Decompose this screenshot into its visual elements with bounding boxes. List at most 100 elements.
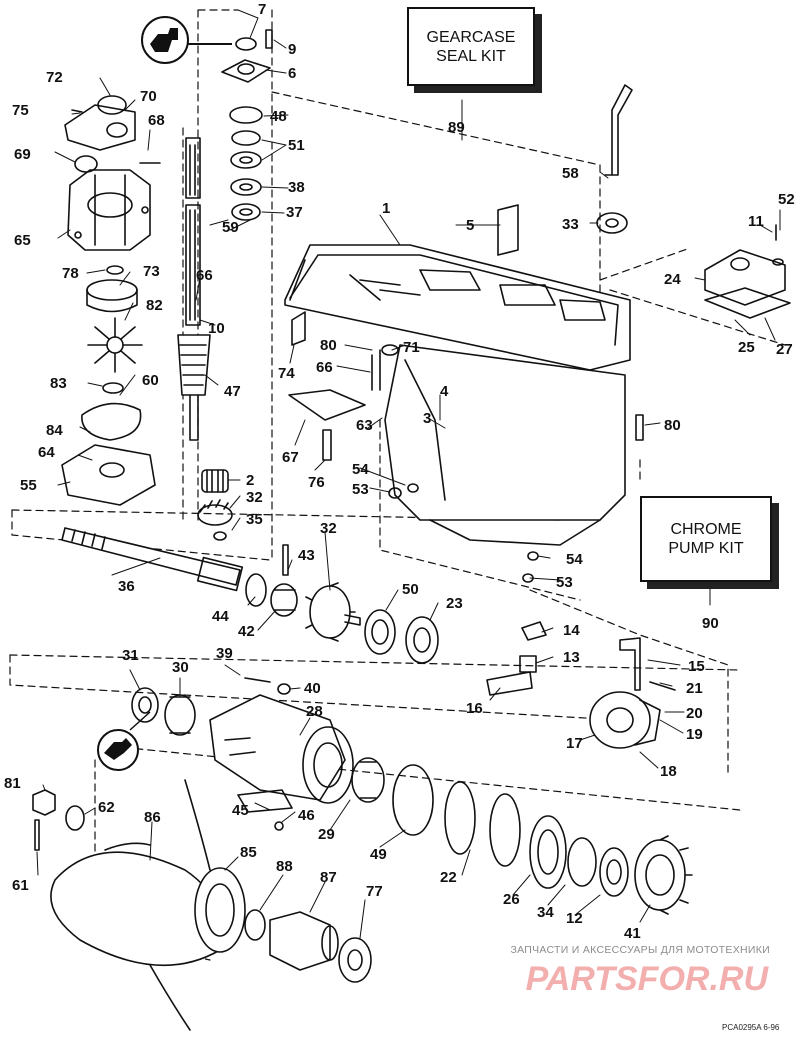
callout-7: 7 [258,1,266,18]
callout-49: 49 [370,846,387,863]
callout-44: 44 [212,608,229,625]
shift-rod-58 [604,84,633,176]
callout-36: 36 [118,578,135,595]
callout-17: 17 [566,735,583,752]
retaining-ring-b [489,793,521,867]
washer-40 [277,683,291,695]
callout-84: 84 [46,422,63,439]
gasket-27 [704,287,791,319]
gearcase-seal-kit-box: GEARCASE SEAL KIT [407,7,535,86]
washer-71 [381,344,399,356]
o-ring-49 [392,764,434,836]
callout-10: 10 [208,320,225,337]
cam-follower-14 [521,621,547,641]
washer-54 [407,483,419,493]
callout-53a: 53 [352,481,369,498]
callout-32a: 32 [246,489,263,506]
retaining-ring-a [444,781,476,855]
washer-77 [338,937,372,983]
thrust-bearing-50 [364,609,396,655]
callout-45: 45 [232,802,249,819]
callout-55: 55 [20,477,37,494]
callout-15: 15 [688,658,705,675]
callout-25: 25 [738,339,755,356]
leader-lines [36,9,781,939]
washer-54b [527,551,539,561]
callout-71: 71 [403,339,420,356]
callout-6: 6 [288,65,296,82]
propeller [50,779,246,1031]
callout-41: 41 [624,925,641,942]
shim-26 [529,815,567,889]
reverse-gear [305,582,361,642]
shift-rod-cover-24 [704,249,786,306]
screw-53 [388,487,402,499]
callout-21: 21 [686,680,703,697]
callout-1: 1 [382,200,390,217]
bearing-carrier-17 [589,691,661,749]
chrome-pump-kit-box: CHROME PUMP KIT [640,496,772,582]
callout-27: 27 [776,341,793,358]
callout-83: 83 [50,375,67,392]
thrust-hub-87 [269,911,339,971]
impeller [87,317,143,373]
grease-fitting-icon [141,16,232,64]
screw-76 [322,429,332,461]
screw-80 [635,414,644,441]
water-pump-housing [67,169,151,251]
callout-65: 65 [14,232,31,249]
driveshaft [177,137,211,441]
callout-39: 39 [216,645,233,662]
callout-66a: 66 [196,267,213,284]
svg-text:PARTSFOR.RU: PARTSFOR.RU [526,960,770,997]
callout-76: 76 [308,474,325,491]
callout-78: 78 [62,265,79,282]
detent-13 [519,655,537,673]
washer-23 [405,616,439,664]
washer-52 [772,258,784,266]
callout-32b: 32 [320,520,337,537]
callout-9: 9 [288,41,296,58]
callout-40: 40 [304,680,321,697]
o-ring [106,265,124,275]
callout-3: 3 [423,410,431,427]
callout-62: 62 [98,799,115,816]
watermark: ЗАПЧАСТИ И АКСЕССУАРЫ ДЛЯ МОТОТЕХНИКИ PA… [500,944,770,997]
callout-12: 12 [566,910,583,927]
o-ring-83 [102,382,124,394]
screw-39 [244,677,271,683]
seal-33 [596,212,628,234]
callout-53b: 53 [556,574,573,591]
callout-50: 50 [402,581,419,598]
washer-35 [213,531,227,541]
pinion-bearing [201,469,229,493]
impeller-liner [86,279,138,313]
callout-66b: 66 [316,359,333,376]
callout-18: 18 [660,763,677,780]
callout-14: 14 [563,622,580,639]
callout-11: 11 [748,213,764,230]
washer-34 [567,837,597,887]
screw-75 [71,109,83,113]
figure-code: PCA0295A 6-96 [722,1023,780,1032]
callout-60: 60 [142,372,159,389]
callout-38: 38 [288,179,305,196]
trim-tab-67 [288,389,366,421]
callout-82: 82 [146,297,163,314]
callout-24: 24 [664,271,681,288]
callout-54b: 54 [566,551,583,568]
callout-35: 35 [246,511,263,528]
callout-16: 16 [466,700,483,717]
callout-43: 43 [298,547,315,564]
callout-22: 22 [440,869,457,886]
callout-73: 73 [143,263,160,280]
callout-64: 64 [38,444,55,461]
callout-81: 81 [4,775,21,792]
forward-gear-41 [634,835,693,915]
callout-68: 68 [148,112,165,129]
washer-12 [599,847,629,897]
callout-29: 29 [318,826,335,843]
callout-77: 77 [366,883,383,900]
seal-stack [221,29,273,221]
